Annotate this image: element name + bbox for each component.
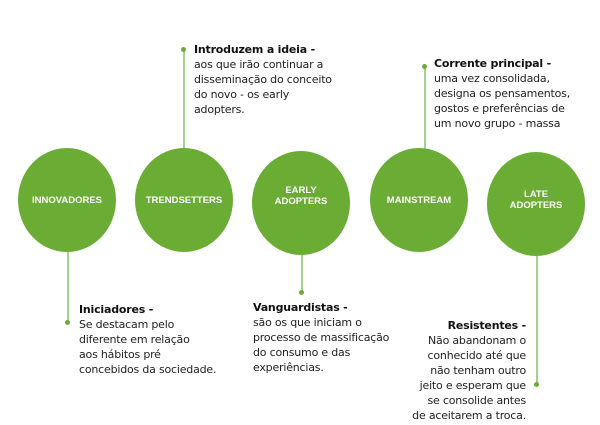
note-late-adopters: Resistentes - Não abandonam o conhecido … — [412, 318, 526, 423]
note-title: Vanguardistas - — [253, 301, 348, 314]
note-line: jeito e esperam que — [419, 379, 527, 392]
connector-line — [67, 250, 69, 322]
note-early-adopters: Vanguardistas - são os que iniciam o pro… — [253, 300, 389, 375]
note-line: aos hábitos pré — [79, 348, 161, 361]
note-line: Não abandonam o — [428, 334, 526, 347]
connector-dot — [181, 47, 186, 52]
note-line: de aceitarem a troca. — [412, 409, 526, 422]
note-line: adopters. — [194, 103, 245, 116]
note-line: aos que irão continuar a — [194, 58, 324, 71]
note-title: Resistentes - — [447, 319, 527, 332]
stage-early-adopters: EARLY ADOPTERS — [252, 151, 350, 255]
note-line: são os que iniciam o — [253, 316, 362, 329]
connector-line — [301, 254, 303, 292]
connector-line — [424, 67, 426, 150]
note-innovadores: Iniciadores - Se destacam pelo diferente… — [79, 302, 216, 377]
note-line: do novo - os early — [194, 88, 290, 101]
connector-dot — [299, 290, 304, 295]
note-line: gostos e preferências de — [434, 102, 565, 115]
stage-late-adopters: LATE ADOPTERS — [487, 152, 585, 256]
connector-dot — [534, 382, 539, 387]
note-line: uma vez consolidada, — [434, 72, 550, 85]
stage-label: LATE ADOPTERS — [509, 189, 563, 211]
note-line: não tenham outro — [430, 364, 526, 377]
note-line: designa os pensamentos, — [434, 87, 571, 100]
stage-label: TRENDSETTERS — [145, 194, 223, 206]
stage-label: INNOVADORES — [31, 194, 103, 206]
stage-label: EARLY ADOPTERS — [274, 185, 328, 207]
note-line: diferente em relação — [79, 333, 190, 346]
note-line: concebidos da sociedade. — [79, 363, 217, 376]
connector-line — [183, 50, 185, 150]
connector-dot — [65, 320, 70, 325]
note-line: experiências. — [253, 361, 324, 374]
stage-label: MAINSTREAM — [386, 194, 452, 206]
note-line: se consolide antes — [427, 394, 527, 407]
note-line: Se destacam pelo — [79, 318, 175, 331]
note-line: disseminação do conceito — [194, 73, 332, 86]
note-mainstream: Corrente principal - uma vez consolidada… — [434, 56, 570, 131]
note-line: conhecido até que — [427, 349, 527, 362]
connector-dot — [422, 64, 427, 69]
stage-trendsetters: TRENDSETTERS — [135, 148, 233, 252]
note-title: Introduzem a ideia - — [194, 43, 315, 56]
stage-mainstream: MAINSTREAM — [370, 148, 468, 252]
note-line: processo de massificação — [253, 331, 390, 344]
connector-line — [536, 256, 538, 385]
note-line: um novo grupo - massa — [434, 117, 561, 130]
note-title: Iniciadores - — [79, 303, 154, 316]
note-line: do consumo e das — [253, 346, 351, 359]
note-title: Corrente principal - — [434, 57, 551, 70]
stage-innovadores: INNOVADORES — [18, 148, 116, 252]
note-trendsetters: Introduzem a ideia - aos que irão contin… — [194, 42, 332, 117]
